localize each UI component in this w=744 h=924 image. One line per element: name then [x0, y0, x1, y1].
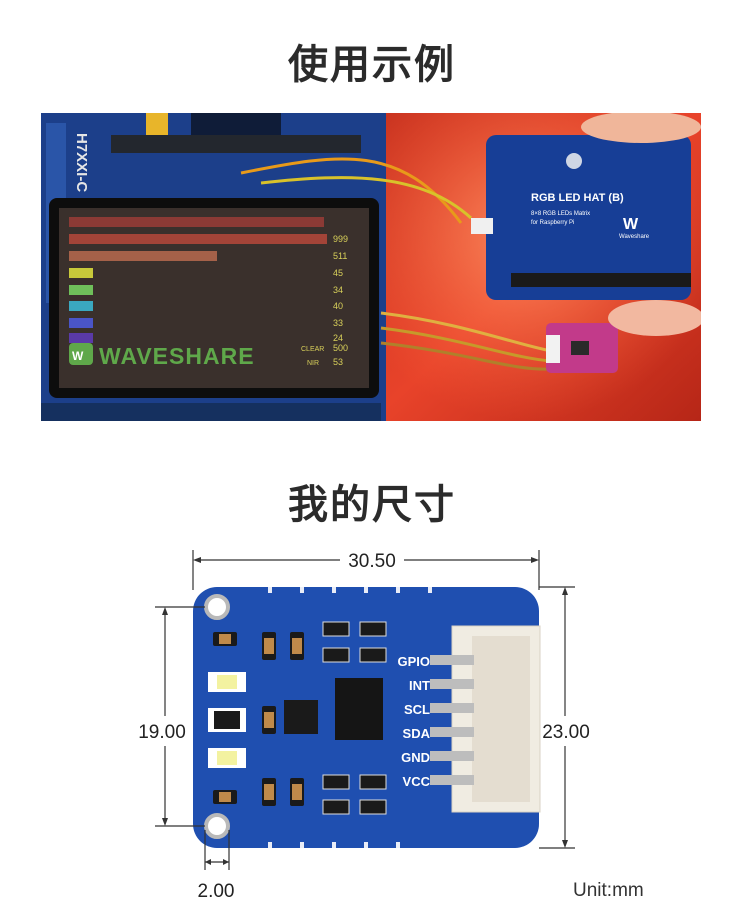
- lcd-bars: [69, 217, 327, 343]
- dimension-lines: [155, 550, 575, 870]
- lcd-footer-value-1: 500: [333, 343, 348, 353]
- usage-example-heading: 使用示例: [288, 42, 456, 88]
- smd-components: [208, 621, 387, 815]
- dimension-drawing: GPIO INT SCL SDA GND VCC 30.50 19.00 23.…: [138, 550, 590, 902]
- finger-top: [581, 113, 701, 143]
- pin-header-strip: [111, 135, 361, 153]
- rgb-led-hat: [486, 135, 691, 300]
- usage-photo-svg: H7XXI-C 999 511 45 34 40 33 24 CLEAR: [41, 113, 701, 421]
- dim-hole-label: 2.00: [198, 881, 235, 902]
- mounting-hole-top: [204, 594, 230, 620]
- hat-line2: for Raspberry Pi: [531, 220, 574, 226]
- pin-label-gnd: GND: [401, 750, 430, 765]
- dim-height-inner-label: 19.00: [138, 722, 186, 743]
- unit-label: Unit:mm: [573, 880, 644, 901]
- lcd-value-1: 999: [333, 234, 348, 244]
- board-silk-text: H7XXI-C: [73, 133, 90, 192]
- hat-logo-icon: W: [623, 216, 639, 233]
- lcd-value-7: 24: [333, 333, 343, 343]
- mounting-hole-bottom: [204, 813, 230, 839]
- lcd-value-6: 33: [333, 318, 343, 328]
- lcd-value-3: 45: [333, 268, 343, 278]
- dimensions-heading: 我的尺寸: [288, 482, 456, 528]
- lcd-footer-label-1: CLEAR: [301, 346, 324, 353]
- hat-title: RGB LED HAT (B): [531, 192, 624, 204]
- lcd-footer-value-2: 53: [333, 357, 343, 367]
- connector: [430, 625, 541, 813]
- dim-height-outer-label: 23.00: [542, 722, 590, 743]
- usage-photo: H7XXI-C 999 511 45 34 40 33 24 CLEAR: [41, 113, 701, 421]
- lcd-footer-label-2: NIR: [307, 360, 319, 367]
- dim-width-label: 30.50: [348, 551, 396, 572]
- pin-label-scl: SCL: [404, 702, 430, 717]
- pin-label-vcc: VCC: [403, 774, 431, 789]
- screen-brand-text: WAVESHARE: [99, 343, 255, 369]
- svg-text:W: W: [72, 349, 84, 363]
- pin-label-int: INT: [409, 678, 430, 693]
- lcd-value-2: 511: [333, 251, 347, 261]
- pin-label-sda: SDA: [403, 726, 431, 741]
- finger-bottom: [608, 300, 701, 336]
- hat-line1: 8×8 RGB LEDs Matrix: [531, 211, 590, 217]
- dimension-arrows: [162, 557, 568, 865]
- hat-brand: Waveshare: [619, 234, 650, 240]
- hat-gpio-header: [511, 273, 691, 287]
- lcd-value-4: 34: [333, 285, 343, 295]
- waveshare-logo-screen: W WAVESHARE: [69, 343, 255, 369]
- lcd-value-5: 40: [333, 301, 343, 311]
- pin-label-gpio: GPIO: [397, 654, 430, 669]
- main-ic: [335, 678, 383, 740]
